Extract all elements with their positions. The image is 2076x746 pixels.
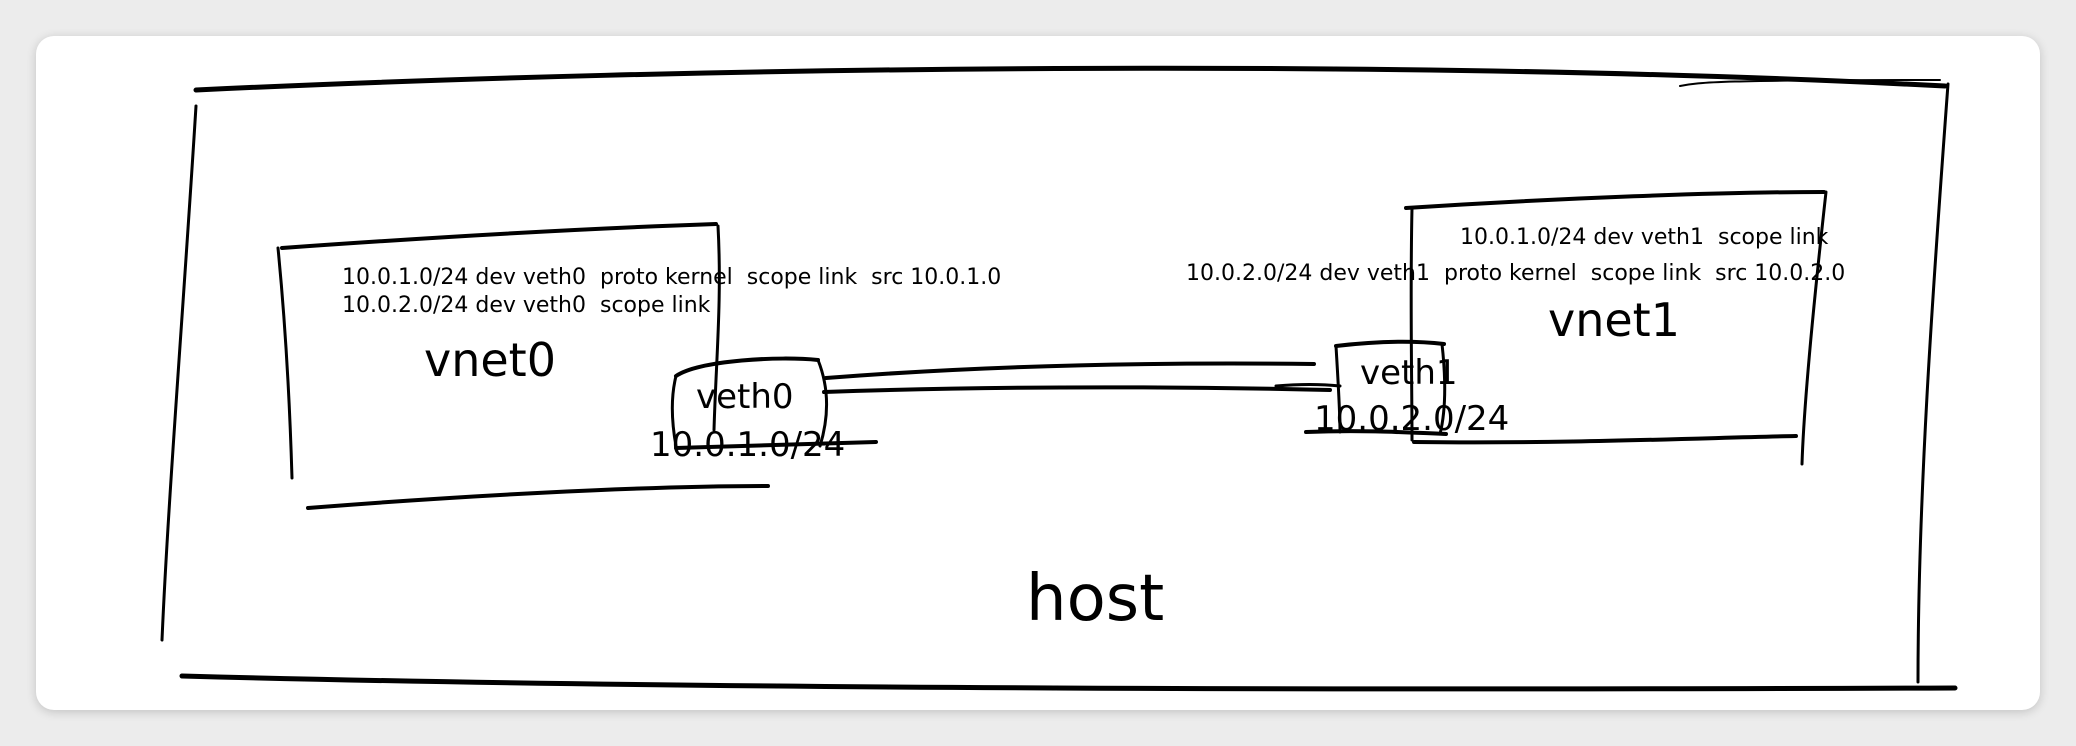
veth1-label: veth1	[1360, 353, 1458, 393]
veth1-box	[1304, 339, 1448, 436]
veth0-box	[670, 356, 878, 450]
host-label: host	[1026, 562, 1164, 636]
veth-pair-link	[822, 361, 1342, 394]
host-box	[160, 65, 1958, 692]
vnet1-box	[1404, 190, 1828, 466]
vnet1-route-2: 10.0.2.0/24 dev veth1 proto kernel scope…	[1186, 261, 1845, 286]
vnet1-label: vnet1	[1548, 293, 1680, 347]
vnet0-route-2: 10.0.2.0/24 dev veth0 scope link	[342, 293, 711, 318]
vnet0-route-1: 10.0.1.0/24 dev veth0 proto kernel scope…	[342, 265, 1001, 290]
diagram-card	[36, 36, 2040, 710]
veth0-subnet: 10.0.1.0/24	[650, 425, 845, 465]
vnet0-box	[276, 222, 770, 510]
veth1-subnet: 10.0.2.0/24	[1314, 399, 1509, 439]
vnet0-label: vnet0	[424, 333, 556, 387]
vnet1-route-1: 10.0.1.0/24 dev veth1 scope link	[1460, 225, 1829, 250]
veth0-label: veth0	[696, 377, 794, 417]
